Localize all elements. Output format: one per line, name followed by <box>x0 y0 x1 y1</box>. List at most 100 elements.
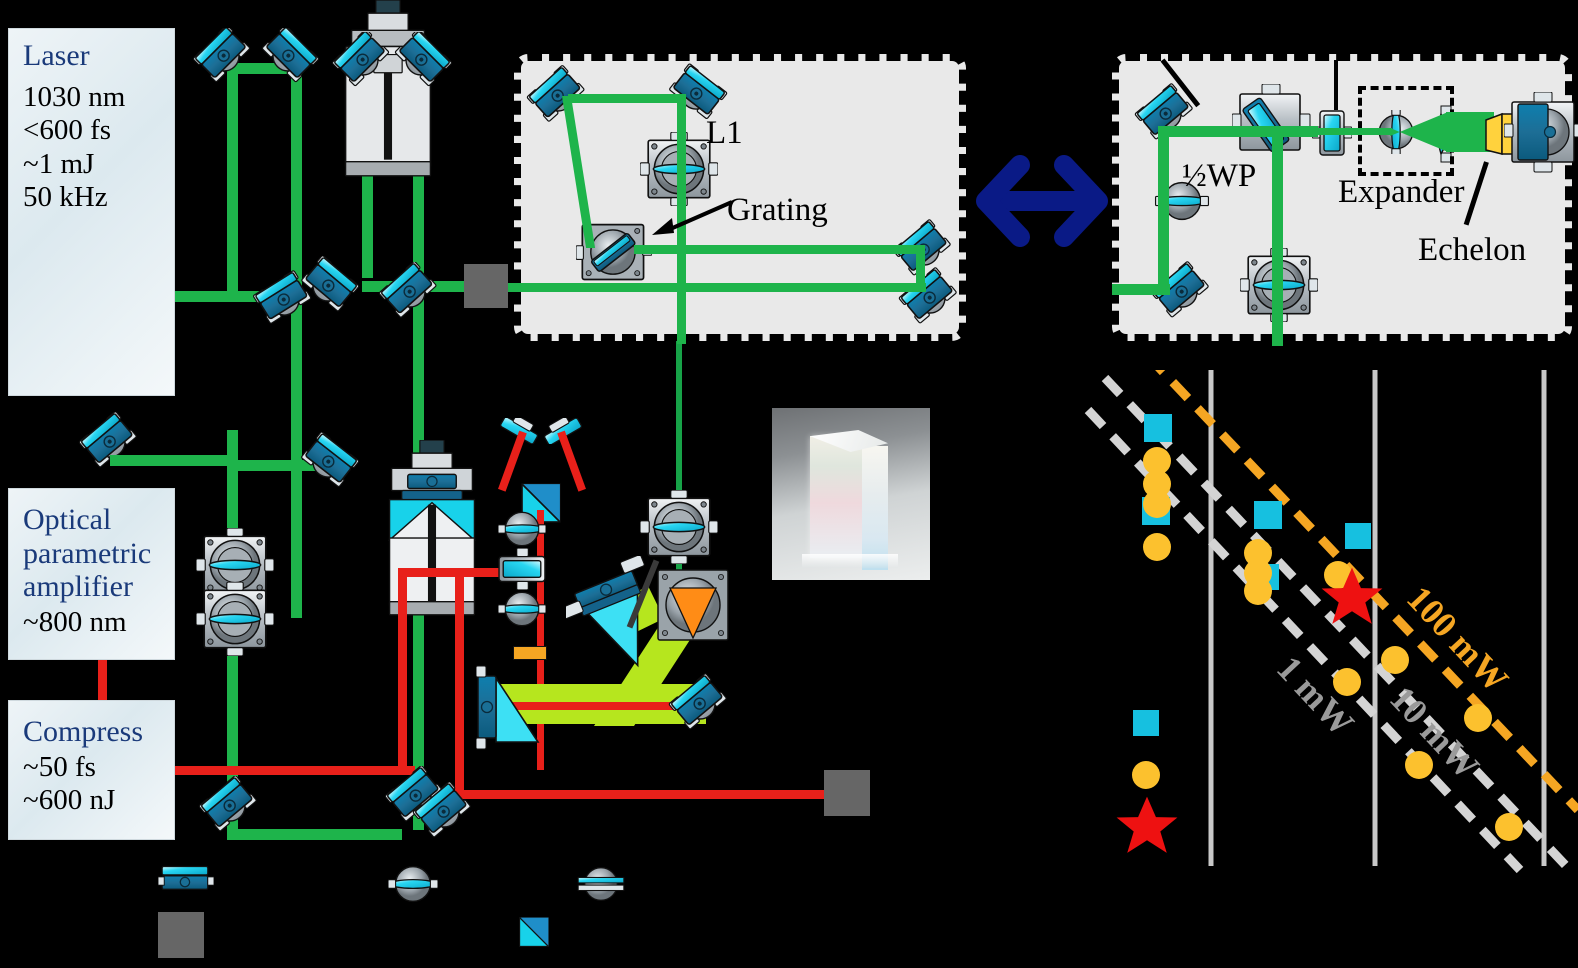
panel1-beam-low-h <box>508 283 926 292</box>
opa-title-line-1: parametric <box>23 536 152 570</box>
scatter-circle <box>1143 490 1171 518</box>
opa-info-box: Optical parametric amplifier ~800 nm <box>8 488 175 660</box>
mirror-mid-right <box>377 262 439 321</box>
mirror-yellowgreen-right <box>667 672 729 732</box>
scatter-square <box>1133 710 1159 736</box>
expander-leader-line <box>1334 60 1338 110</box>
scatter-circle <box>1333 668 1361 696</box>
compress-title: Compress <box>23 715 143 748</box>
mirror-left-mid <box>299 432 361 490</box>
lens-center-1 <box>498 511 546 547</box>
beam-dump-red <box>824 770 870 816</box>
panel2-beam-down-mid <box>1272 126 1283 346</box>
trendline-100mW <box>1144 352 1578 814</box>
panel1-beam-right-link <box>916 245 925 291</box>
scatter-star <box>1116 796 1178 853</box>
panel1-mirror-right-lower <box>897 266 959 326</box>
beam-red-stage-loop-right <box>455 568 464 798</box>
laser-spec-2: ~1 mJ <box>23 147 95 180</box>
compress-spec-1: ~600 nJ <box>23 784 116 817</box>
scatter-circle <box>1244 539 1272 567</box>
beam-green-top-1 <box>227 63 302 74</box>
lens-center-2 <box>498 591 546 627</box>
legend-beam-dump-icon <box>158 912 204 958</box>
lens-column-lower <box>196 582 274 656</box>
mirror-stage-top-2 <box>392 32 453 89</box>
panel1-beam-vertical <box>677 94 686 344</box>
trendline-1mW <box>1084 406 1524 874</box>
beam-green-lowjoin <box>227 829 402 840</box>
panel1-beam-mid-h <box>634 245 924 254</box>
compress-info-box: Compress ~50 fs ~600 nJ <box>8 700 175 840</box>
scatter-plot-svg: 1 mW 10 mW 100 mW <box>1084 352 1578 880</box>
opa-title-line-0: Optical <box>23 503 112 536</box>
scatter-circle <box>1143 533 1171 561</box>
beam-green-riser-2 <box>291 63 302 618</box>
mirror-top-left-2 <box>259 28 320 85</box>
prism-focusing <box>566 556 645 668</box>
label-half-waveplate: ½WP <box>1182 158 1257 194</box>
laser-box-title: Laser <box>23 39 90 72</box>
beam-green-to-left-mirror <box>110 455 230 466</box>
label-expander: Expander <box>1338 174 1465 210</box>
compress-spec-0: ~50 fs <box>23 750 96 783</box>
scatter-circle <box>1143 470 1171 498</box>
panel2-beam-narrow <box>1318 128 1392 135</box>
mirror-red-1 <box>197 776 259 834</box>
beam-red-stage-loop-left <box>398 568 407 771</box>
label-echelon: Echelon <box>1418 232 1527 268</box>
beam-red-opa-to-compress <box>98 660 107 702</box>
panel2-beam-bottom-left <box>1112 284 1170 295</box>
beam-green-branch-h1 <box>227 460 323 471</box>
beam-red-main-horizontal <box>175 766 415 775</box>
prism-output-left <box>476 665 540 750</box>
mirror-red-3 <box>411 782 473 840</box>
laser-info-box: Laser 1030 nm <600 fs ~1 mJ 50 kHz <box>8 28 175 396</box>
opa-spec-0: ~800 nm <box>23 605 127 638</box>
delay-stage-top <box>344 0 432 177</box>
beam-red-over-yellowgreen <box>500 702 706 710</box>
waveplate-center <box>498 548 546 590</box>
legend-mirror-icon <box>158 865 214 891</box>
legend-waveplate-icon <box>577 867 625 901</box>
label-grating: Grating <box>727 192 828 228</box>
panel2-beam-in-h <box>1158 126 1318 137</box>
scatter-circle <box>1405 751 1433 779</box>
laser-spec-0: 1030 nm <box>23 80 126 113</box>
orange-filter-center <box>513 646 547 660</box>
beam-green-riser-1 <box>227 63 238 301</box>
echelon-mount <box>1504 92 1578 173</box>
scatter-square <box>1345 523 1371 549</box>
prism-delay-stage <box>388 440 476 616</box>
beam-dump-upper <box>464 264 508 308</box>
trendline-10mW <box>1101 374 1574 874</box>
beam-red-stage-loop-top <box>398 568 532 577</box>
scatter-plot: 1 mW 10 mW 100 mW <box>1050 352 1578 880</box>
beam-green-thin-down <box>676 340 682 610</box>
grating-pointer-arrow <box>652 200 733 235</box>
laser-spec-3: 50 kHz <box>23 181 108 214</box>
legend-beamsplitter-icon <box>518 916 550 948</box>
beam-red-to-dump <box>455 790 835 799</box>
panel1-beam-top <box>568 94 684 103</box>
scatter-square <box>1144 414 1172 442</box>
beam-red-center-column <box>537 510 544 770</box>
panel2-beam-down-left <box>1158 126 1169 292</box>
scatter-square <box>1254 501 1282 529</box>
legend-lens-icon <box>388 865 438 903</box>
mirror-mid-left-2 <box>299 256 361 314</box>
panel2-beam-cone <box>1390 112 1448 152</box>
double-headed-arrow <box>976 155 1108 247</box>
scatter-star <box>1321 567 1383 624</box>
mirror-top-left-1 <box>192 28 253 85</box>
scatter-circle <box>1464 704 1492 732</box>
scatter-circle <box>1132 761 1160 789</box>
beam-green-riser-3 <box>362 78 373 278</box>
echelon-photograph <box>772 408 930 580</box>
lens-sample-upper <box>640 490 718 564</box>
opa-title-line-2: amplifier <box>23 570 133 604</box>
sample-holder <box>657 569 729 641</box>
laser-spec-1: <600 fs <box>23 114 112 147</box>
scatter-circle <box>1324 561 1352 589</box>
